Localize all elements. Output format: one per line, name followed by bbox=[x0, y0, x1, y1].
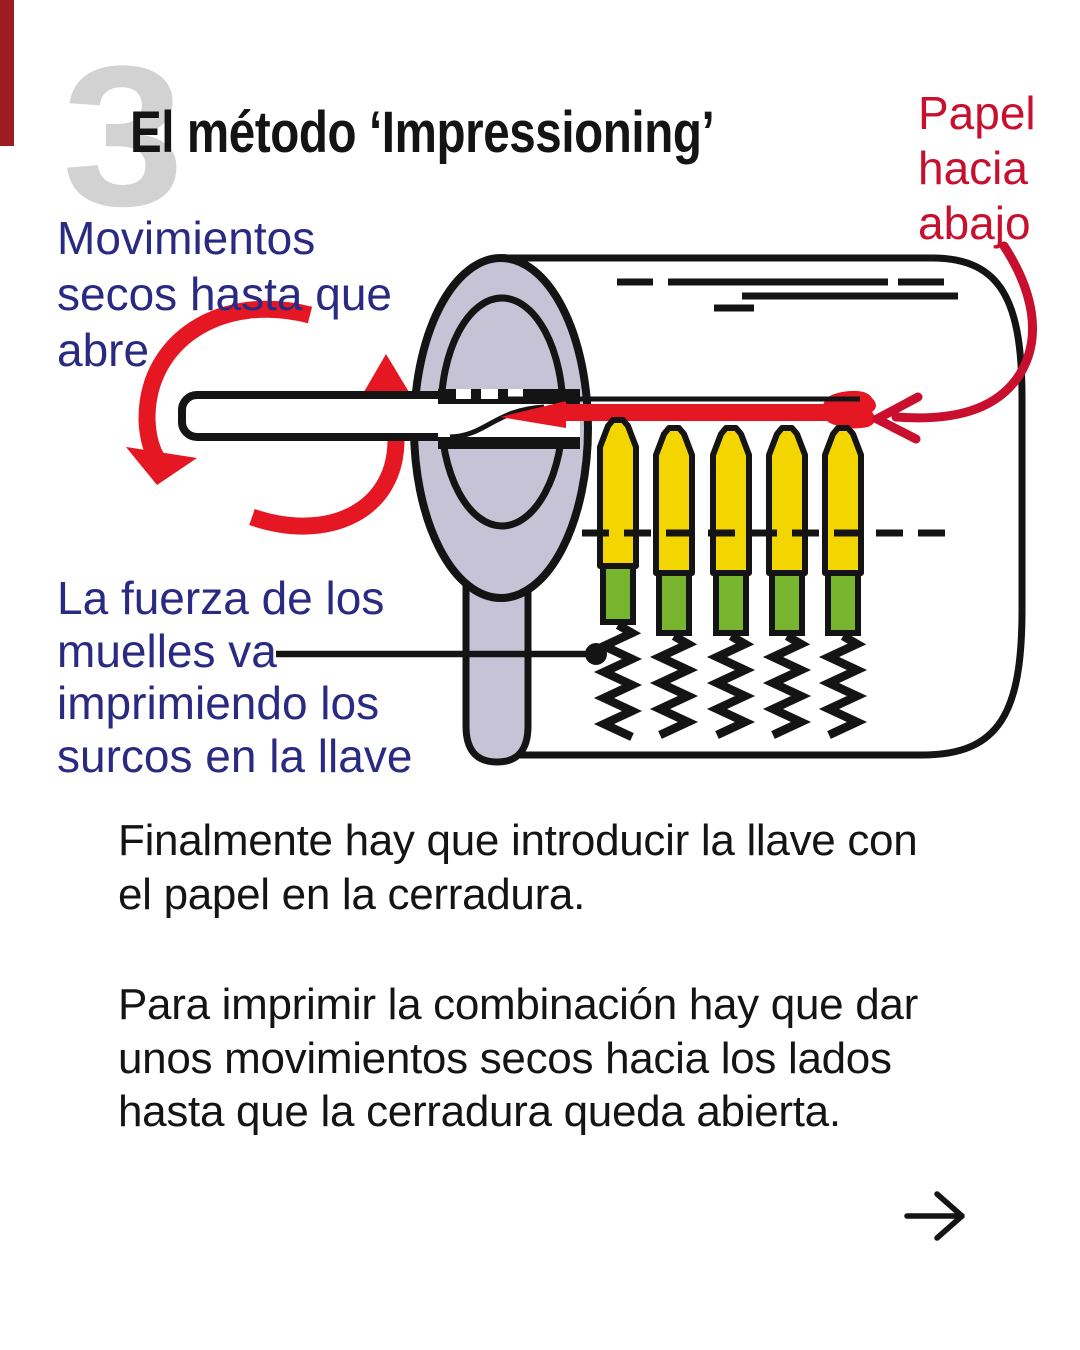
driver-pin-green bbox=[769, 570, 805, 636]
callout-dot bbox=[585, 643, 607, 665]
key-pin-yellow bbox=[822, 425, 864, 576]
key-pin-yellow bbox=[766, 425, 808, 576]
spring-coil bbox=[593, 621, 643, 741]
paper-wedge bbox=[500, 401, 566, 428]
spring-coil bbox=[649, 632, 699, 739]
rotation-arrowhead-down bbox=[126, 447, 197, 485]
keyway-bottom-bar bbox=[438, 437, 580, 449]
paper-pointer-arrow bbox=[872, 241, 1037, 444]
key-bitting-notch bbox=[481, 389, 498, 399]
paper-direction-label: Papel hacia abajo bbox=[918, 87, 1036, 249]
key-bitting-notch bbox=[508, 389, 523, 399]
next-arrow-head bbox=[934, 1191, 965, 1241]
key-shank bbox=[178, 391, 466, 441]
spring-coil bbox=[706, 632, 756, 739]
body-paragraph-1: Finalmente hay que introducir la llave c… bbox=[118, 816, 918, 919]
key-pin-yellow bbox=[710, 425, 752, 576]
spring-coil bbox=[818, 632, 868, 739]
pin-stack-4 bbox=[762, 425, 812, 739]
paper-strip-band bbox=[566, 404, 844, 421]
paper-arrowhead-left bbox=[872, 392, 923, 444]
rotation-arrowhead-up bbox=[361, 354, 412, 397]
paper-arrow-curve bbox=[891, 241, 1037, 423]
driver-pin-green bbox=[825, 570, 861, 636]
key-pin-yellow bbox=[597, 417, 639, 569]
cylinder-shine-lines bbox=[617, 278, 958, 312]
driver-pin-green bbox=[713, 570, 749, 636]
key-blade-profile bbox=[449, 404, 545, 440]
corner-accent-bar bbox=[0, 0, 14, 146]
pin-stack-5 bbox=[818, 425, 868, 739]
driver-pin-green bbox=[600, 563, 636, 625]
lock-diagram bbox=[126, 241, 1037, 766]
movement-label: Movimientos secos hasta que abre bbox=[57, 212, 393, 376]
step-number: 3 bbox=[62, 25, 185, 248]
paper-strip bbox=[508, 390, 876, 429]
next-arrow-icon[interactable] bbox=[895, 1188, 985, 1248]
paper-strip-crumpled-end bbox=[823, 390, 876, 429]
springs-force-label: La fuerza de los muelles va imprimiendo … bbox=[57, 572, 413, 782]
page-title: El método ‘Impressioning’ bbox=[130, 100, 715, 165]
key-pin-yellow bbox=[653, 425, 695, 576]
spring-coil bbox=[762, 632, 812, 739]
pin-stack-3 bbox=[706, 425, 756, 739]
lock-cylinder-body bbox=[501, 254, 1026, 759]
driver-pin-green bbox=[656, 570, 692, 636]
key-bitting-notch bbox=[456, 389, 471, 399]
body-paragraph-2: Para imprimir la combinación hay que dar… bbox=[118, 980, 918, 1136]
pin-stack-2 bbox=[649, 425, 699, 739]
pins-and-springs bbox=[593, 417, 868, 741]
rotation-arrow-left bbox=[126, 300, 313, 485]
spring-callout bbox=[276, 643, 607, 665]
